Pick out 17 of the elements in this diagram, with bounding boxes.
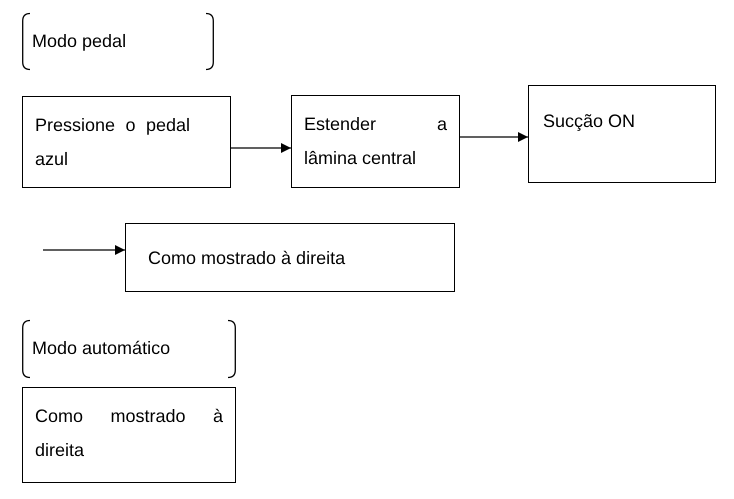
step-text: Modo pedal	[32, 30, 128, 53]
arrow	[43, 245, 125, 255]
bracketed-heading	[22, 13, 214, 70]
process-box	[22, 96, 231, 188]
step-text: Sucção ON	[543, 110, 636, 133]
step-text: Como mostrado à direita	[35, 405, 223, 462]
process-box	[22, 387, 236, 483]
step-text: Como mostrado à direita	[148, 247, 346, 270]
process-box	[528, 85, 716, 183]
arrow	[460, 132, 528, 142]
step-text: Pressione o pedal azul	[35, 114, 190, 171]
arrow	[231, 143, 291, 153]
step-text: Modo automático	[32, 337, 172, 360]
bracketed-heading	[22, 320, 236, 378]
process-box	[291, 95, 460, 188]
step-text: Estender a lâmina central	[304, 113, 447, 170]
process-box	[125, 223, 455, 292]
